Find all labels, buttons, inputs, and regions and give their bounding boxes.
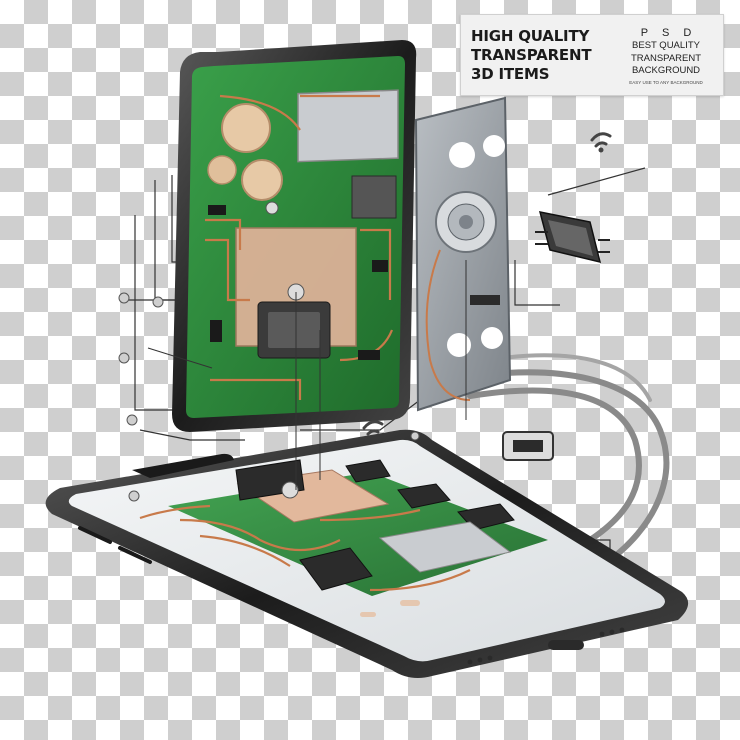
- chip-module: [535, 211, 610, 264]
- connector-module: [502, 431, 554, 461]
- phone-base-assembly: [45, 429, 689, 678]
- wifi-icon: [362, 132, 612, 436]
- callout-lines: [147, 260, 467, 490]
- speaker-plate: [414, 96, 512, 412]
- fine-print: EASY USE TO ANY BACKGROUND: [629, 79, 703, 85]
- feature-line-2: TRANSPARENT: [630, 52, 702, 64]
- headline-line-3: 3D ITEMS: [471, 65, 550, 83]
- product-badge: HIGH QUALITY TRANSPARENT 3D ITEMS PSD BE…: [460, 14, 724, 96]
- headline-line-2: TRANSPARENT: [471, 46, 592, 64]
- feature-line-3: BACKGROUND: [631, 65, 701, 76]
- badge-headline: HIGH QUALITY TRANSPARENT 3D ITEMS: [471, 27, 621, 84]
- thick-cables: [447, 369, 670, 563]
- badge-features: PSD BEST QUALITY TRANSPARENT BACKGROUND …: [617, 26, 715, 86]
- feature-line-1: BEST QUALITY: [632, 40, 700, 51]
- headline-line-1: HIGH QUALITY: [471, 27, 590, 45]
- phone-back-assembly: [172, 40, 417, 432]
- format-letters: PSD: [640, 27, 706, 39]
